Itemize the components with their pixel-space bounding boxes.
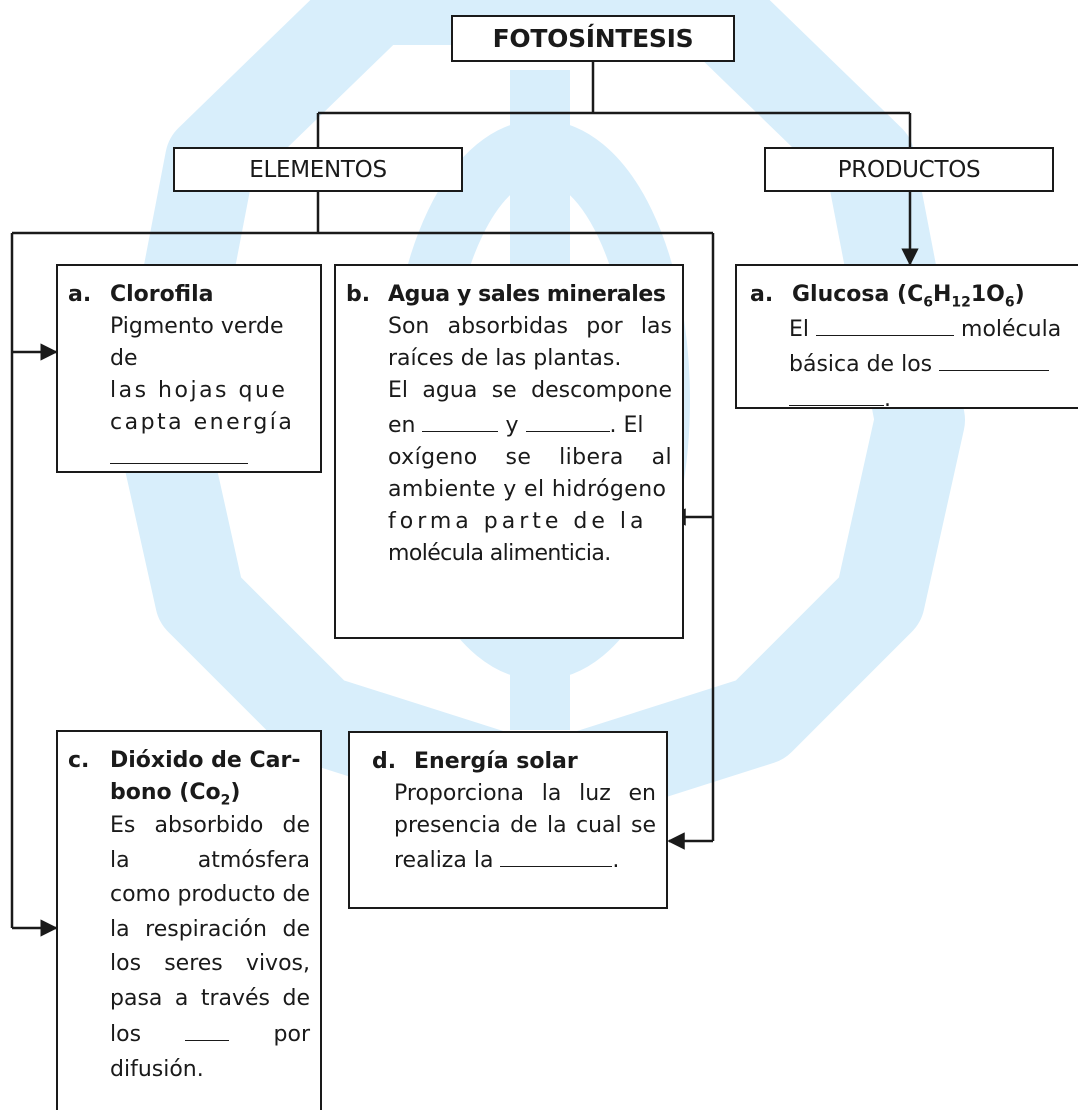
formula-subscript: 2 bbox=[220, 792, 231, 809]
fill-blank bbox=[185, 1016, 230, 1041]
card-title: a. Clorofila bbox=[68, 279, 310, 311]
card-text: molécula bbox=[961, 317, 1062, 342]
elementos-label: ELEMENTOS bbox=[249, 156, 387, 183]
card-paragraph: El agua se descompone en y . El bbox=[388, 375, 672, 442]
formula-part: Glucosa (C bbox=[792, 282, 924, 307]
card-energia: d. Energía solar Proporciona la luz en p… bbox=[348, 731, 668, 909]
card-dioxido: c. Dióxido de Car- bono (Co2) Es absorbi… bbox=[56, 730, 322, 1110]
diagram-title: FOTOSÍNTESIS bbox=[492, 24, 694, 53]
card-line: básica de los bbox=[789, 346, 1072, 381]
card-title-text: Dióxido de Car- bono (Co2) bbox=[110, 745, 300, 809]
card-letter: d. bbox=[372, 749, 397, 774]
formula-subscript: 6 bbox=[1004, 294, 1015, 311]
card-text: . El bbox=[609, 413, 644, 438]
card-letter: a. bbox=[68, 282, 92, 307]
card-line: El molécula bbox=[789, 311, 1072, 346]
card-text: Es absorbido de la atmósfera como produc… bbox=[110, 813, 311, 1047]
card-body: Pigmento verde de las hojas que capta en… bbox=[110, 311, 310, 474]
card-title: a. Glucosa (C6H121O6) bbox=[750, 279, 1072, 311]
fill-blank bbox=[939, 346, 1050, 371]
card-text: y bbox=[505, 413, 519, 438]
card-text: El bbox=[789, 317, 810, 342]
card-text: por difusión. bbox=[110, 1022, 310, 1082]
card-line: capta energía bbox=[110, 410, 295, 435]
card-title: b. Agua y sales minerales bbox=[346, 279, 672, 311]
card-text: El agua se descompone en bbox=[388, 378, 672, 438]
card-clorofila: a. Clorofila Pigmento verde de las hojas… bbox=[56, 264, 322, 473]
formula-subscript: 12 bbox=[951, 294, 971, 311]
card-title-text: Clorofila bbox=[110, 282, 214, 307]
card-paragraph: Es absorbido de la atmósfera como produc… bbox=[110, 809, 310, 1087]
card-body: Son absorbidas por las raíces de las pla… bbox=[388, 311, 672, 570]
card-title: c. Dióxido de Car- bono (Co2) bbox=[68, 745, 310, 809]
formula-part: H bbox=[932, 282, 952, 307]
card-body: El molécula básica de los . bbox=[789, 311, 1072, 416]
card-title-text: Agua y sales minerales bbox=[388, 282, 666, 307]
elementos-box: ELEMENTOS bbox=[173, 147, 463, 192]
title-box: FOTOSÍNTESIS bbox=[451, 15, 735, 62]
card-line: las hojas que bbox=[110, 378, 288, 403]
card-title-line: ) bbox=[230, 780, 241, 805]
card-paragraph: forma parte de la bbox=[388, 509, 648, 534]
formula-part: 1O bbox=[970, 282, 1005, 307]
card-body: Es absorbido de la atmósfera como produc… bbox=[110, 809, 310, 1087]
productos-box: PRODUCTOS bbox=[764, 147, 1054, 192]
card-line: . bbox=[789, 381, 1072, 416]
card-title-line: bono (Co bbox=[110, 780, 221, 805]
card-body: Proporciona la luz en presencia de la cu… bbox=[394, 778, 656, 877]
card-letter: b. bbox=[346, 282, 371, 307]
formula-subscript: 6 bbox=[923, 294, 933, 311]
card-text: . bbox=[884, 387, 891, 412]
fill-blank bbox=[422, 407, 499, 432]
card-text: Proporciona la luz en presencia de la cu… bbox=[394, 781, 656, 873]
card-paragraph: Son absorbidas por las raíces de las pla… bbox=[388, 314, 672, 371]
card-paragraph: Proporciona la luz en presencia de la cu… bbox=[394, 778, 656, 877]
card-letter: a. bbox=[750, 282, 774, 307]
productos-label: PRODUCTOS bbox=[837, 156, 981, 183]
card-line bbox=[110, 439, 310, 474]
fill-blank bbox=[789, 381, 884, 406]
card-paragraph: oxígeno se libera al ambiente y el hidró… bbox=[388, 445, 672, 502]
formula-part: ) bbox=[1014, 282, 1025, 307]
card-title-line: Dióxido de Car- bbox=[110, 748, 301, 773]
card-paragraph: molécula alimenticia. bbox=[388, 541, 611, 566]
card-line: Pigmento verde de bbox=[110, 314, 284, 371]
card-text: básica de los bbox=[789, 352, 933, 377]
card-text: . bbox=[612, 848, 620, 873]
card-title-text: Glucosa (C6H121O6) bbox=[792, 279, 1025, 311]
fill-blank bbox=[500, 842, 613, 867]
card-title: d. Energía solar bbox=[372, 746, 656, 778]
card-title-text: Energía solar bbox=[414, 749, 578, 774]
card-agua: b. Agua y sales minerales Son absorbidas… bbox=[334, 264, 684, 639]
fill-blank bbox=[816, 311, 955, 336]
card-letter: c. bbox=[68, 748, 90, 773]
card-glucosa: a. Glucosa (C6H121O6) El molécula básica… bbox=[735, 264, 1078, 412]
fill-blank bbox=[525, 407, 610, 432]
fill-blank bbox=[110, 439, 248, 464]
